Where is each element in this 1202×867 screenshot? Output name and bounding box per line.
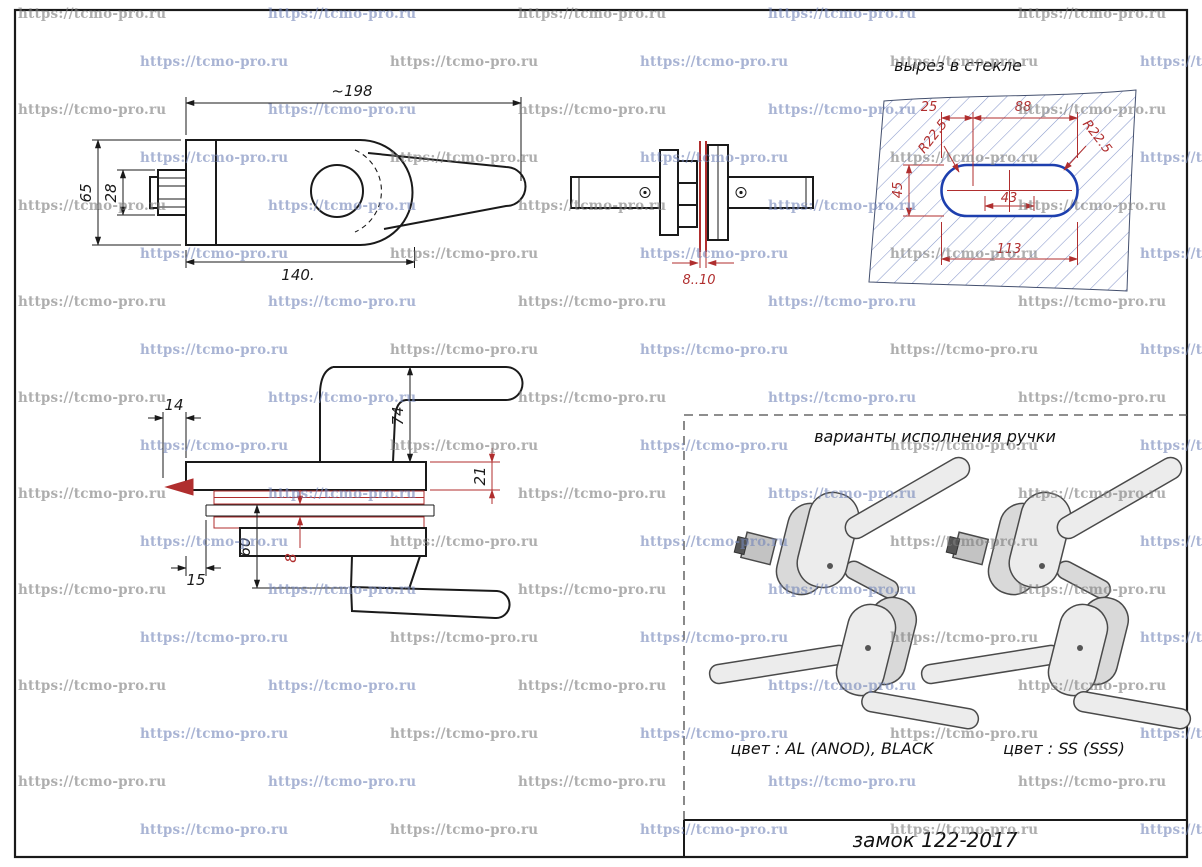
variant-caption-right: цвет : SS (SSS) xyxy=(1003,739,1125,758)
variants-panel-border xyxy=(683,414,1187,820)
handle-variant-bottom-right xyxy=(920,596,1192,730)
front-view: 8..10 xyxy=(570,141,814,288)
dim-15: 15 xyxy=(186,571,205,589)
drawing-title: замок 122-2017 xyxy=(853,828,1018,852)
dim-140: 140. xyxy=(281,266,314,284)
plan-lock-body xyxy=(216,139,414,246)
glass-cutout-view: вырез в стекле 43 25 88 R22.5 R22.5 45 xyxy=(868,56,1137,292)
side-gasket-bottom xyxy=(213,516,425,529)
side-bottom-plate xyxy=(239,527,427,557)
sheet-frame xyxy=(13,8,1189,859)
dim-88: 88 xyxy=(1015,100,1032,115)
dim-21: 21 xyxy=(471,466,489,485)
dim-60: 60 xyxy=(236,537,254,556)
front-left-plate xyxy=(659,149,679,236)
handle-variant-top-right xyxy=(945,456,1183,599)
dim-8: 8 xyxy=(282,553,300,563)
dim-198: ~198 xyxy=(331,82,372,100)
front-glass-lines xyxy=(699,141,707,252)
dim-45: 45 xyxy=(891,182,906,199)
plan-spindle xyxy=(157,169,187,216)
dim-43: 43 xyxy=(1001,191,1018,206)
plan-back-plate xyxy=(185,139,217,246)
side-top-lever xyxy=(333,366,524,463)
side-bottom-lever xyxy=(349,585,511,620)
front-right-spindle xyxy=(727,176,814,209)
dim-65: 65 xyxy=(77,183,95,202)
plan-handle-lever xyxy=(367,152,527,230)
dim-28: 28 xyxy=(102,183,120,202)
variants-title: варианты исполнения ручки xyxy=(814,427,1056,446)
front-screw-right xyxy=(735,187,747,198)
glass-cutout-label: вырез в стекле xyxy=(894,56,1022,75)
side-red-wedge xyxy=(164,478,194,496)
handle-variant-top-left xyxy=(733,456,971,599)
dim-74: 74 xyxy=(389,406,407,425)
plan-hidden-arc xyxy=(354,149,382,233)
dim-25: 25 xyxy=(921,100,938,115)
front-screw-left xyxy=(639,187,651,198)
title-block-border xyxy=(683,819,1187,857)
plan-cylinder xyxy=(310,164,364,218)
variant-caption-left: цвет : AL (ANOD), BLACK xyxy=(731,739,935,758)
side-glass xyxy=(205,504,435,517)
plan-view: ~198 65 28 140. xyxy=(77,82,527,284)
title-block: замок 122-2017 xyxy=(683,819,1187,857)
dim-glass-thickness: 8..10 xyxy=(682,273,715,288)
side-top-plate xyxy=(185,461,427,491)
side-view: 14 74 21 15 60 8 xyxy=(148,366,524,620)
variants-panel: варианты исполнения ручки xyxy=(683,414,1192,820)
handle-variant-bottom-left xyxy=(708,596,980,730)
front-left-spindle xyxy=(570,176,661,209)
dim-14: 14 xyxy=(164,396,183,414)
dim-113: 113 xyxy=(997,242,1022,257)
